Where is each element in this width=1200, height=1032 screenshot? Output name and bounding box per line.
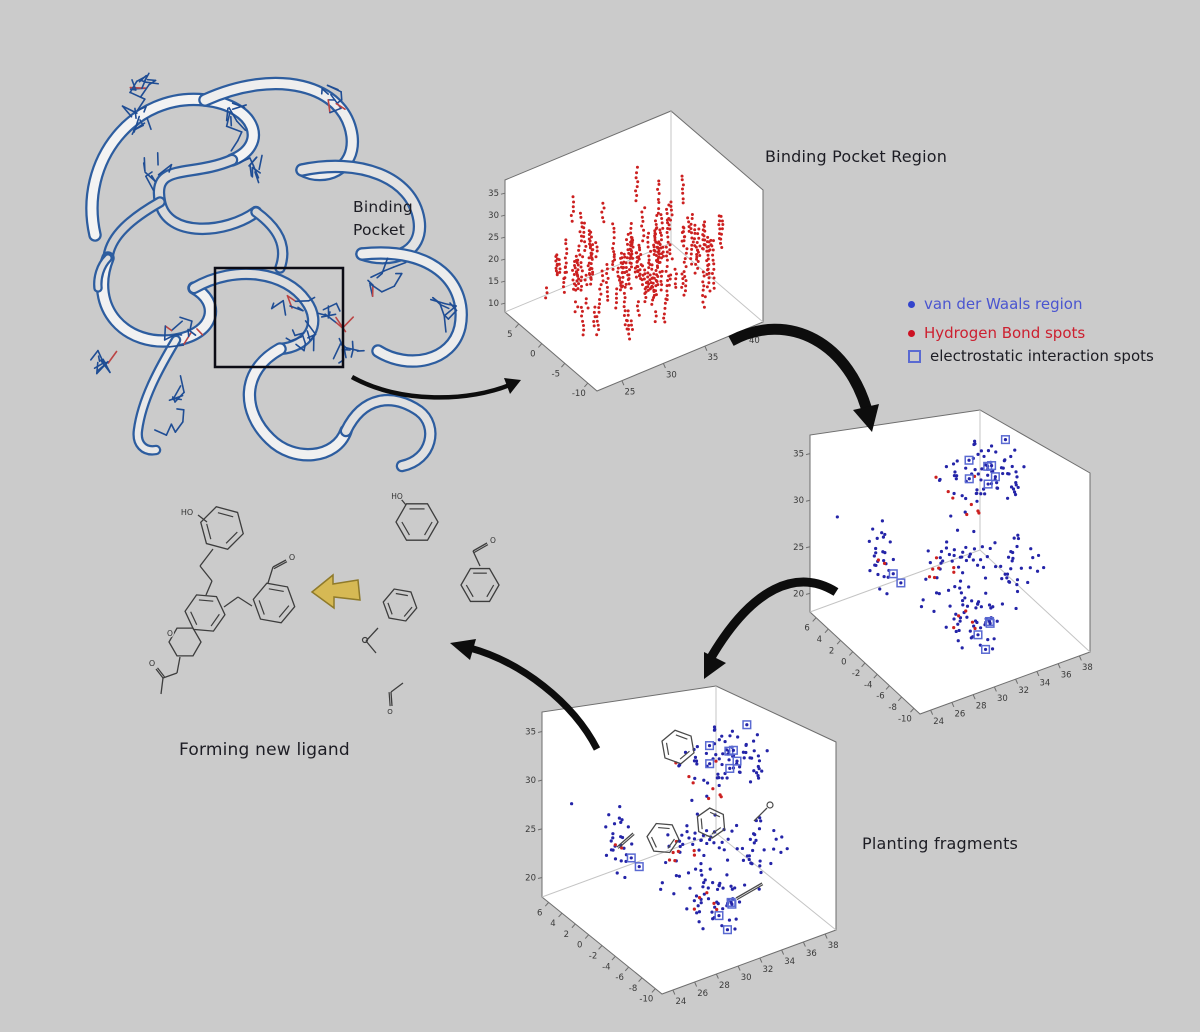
svg-text:35: 35 bbox=[488, 189, 499, 199]
svg-text:HO: HO bbox=[391, 492, 403, 501]
svg-text:30: 30 bbox=[525, 776, 536, 786]
svg-text:0: 0 bbox=[577, 941, 582, 951]
svg-text:36: 36 bbox=[806, 949, 817, 959]
svg-text:30: 30 bbox=[488, 211, 499, 221]
binding-pocket-region-plot: 10 15 20 25 30 35 5 0 -5 -10 25 30 35 40 bbox=[488, 110, 764, 399]
svg-text:-2: -2 bbox=[589, 952, 597, 962]
svg-text:O: O bbox=[149, 659, 155, 668]
svg-text:-6: -6 bbox=[876, 692, 884, 702]
svg-text:6: 6 bbox=[804, 624, 809, 634]
svg-text:32: 32 bbox=[762, 965, 773, 975]
blue-dot-marker-icon bbox=[908, 300, 915, 308]
svg-text:O: O bbox=[490, 536, 496, 545]
svg-text:36: 36 bbox=[1061, 671, 1072, 681]
svg-text:25: 25 bbox=[488, 233, 499, 243]
residue-sticks bbox=[89, 72, 458, 436]
scatter-points bbox=[544, 165, 725, 341]
svg-text:5: 5 bbox=[507, 330, 512, 340]
svg-text:20: 20 bbox=[793, 589, 804, 599]
binding-pocket-box bbox=[213, 266, 345, 369]
svg-text:-8: -8 bbox=[629, 984, 637, 994]
legend-item-electrostatic: electrostatic interaction spots bbox=[908, 345, 1154, 367]
plot-cube-silhouette bbox=[541, 685, 837, 995]
svg-text:35: 35 bbox=[525, 727, 536, 737]
ribbon-strands bbox=[85, 76, 468, 473]
plot-cube-silhouette bbox=[504, 110, 764, 392]
svg-text:-6: -6 bbox=[615, 973, 623, 983]
svg-text:28: 28 bbox=[976, 702, 987, 712]
svg-text:10: 10 bbox=[488, 299, 499, 309]
svg-text:4: 4 bbox=[817, 635, 822, 645]
svg-text:30: 30 bbox=[666, 370, 677, 380]
svg-text:2: 2 bbox=[564, 930, 569, 940]
svg-text:20: 20 bbox=[488, 255, 499, 265]
svg-text:24: 24 bbox=[933, 717, 944, 727]
svg-text:30: 30 bbox=[741, 973, 752, 983]
svg-text:6: 6 bbox=[537, 908, 542, 918]
binding-pocket-label: Binding Pocket bbox=[353, 196, 413, 242]
svg-text:40: 40 bbox=[749, 336, 760, 346]
svg-text:2: 2 bbox=[829, 646, 834, 656]
svg-text:15: 15 bbox=[488, 277, 499, 287]
binding-pocket-region-title: Binding Pocket Region bbox=[765, 147, 948, 166]
plot-cube-silhouette bbox=[809, 409, 1091, 715]
svg-text:24: 24 bbox=[675, 997, 686, 1007]
svg-text:25: 25 bbox=[793, 543, 804, 553]
svg-text:28: 28 bbox=[719, 981, 730, 991]
svg-text:26: 26 bbox=[954, 709, 965, 719]
svg-text:-10: -10 bbox=[639, 995, 653, 1005]
legend-label-vdw: van der Waals region bbox=[924, 295, 1083, 313]
svg-text:25: 25 bbox=[525, 825, 536, 835]
legend-label-hbond: Hydrogen Bond spots bbox=[924, 324, 1086, 342]
fragment-molecules: HO O O bbox=[361, 491, 500, 718]
svg-text:-4: -4 bbox=[602, 962, 610, 972]
fragment-set: HO O O bbox=[361, 491, 500, 718]
svg-text:-4: -4 bbox=[864, 680, 872, 690]
protein-ribbon-structure bbox=[85, 72, 468, 473]
planted-fragment-glyphs bbox=[616, 729, 774, 901]
binding-pocket-label-line2: Pocket bbox=[353, 221, 406, 239]
svg-text:O: O bbox=[289, 553, 295, 562]
planting-fragments-title: Planting fragments bbox=[862, 834, 1019, 853]
svg-text:O: O bbox=[167, 629, 173, 638]
red-dot-marker-icon bbox=[908, 329, 915, 337]
svg-text:O: O bbox=[387, 708, 393, 716]
new-ligand-structure: HO O O O bbox=[147, 506, 297, 695]
svg-text:-8: -8 bbox=[888, 703, 896, 713]
forming-new-ligand-label: Forming new ligand bbox=[179, 740, 350, 760]
svg-text:-2: -2 bbox=[852, 669, 860, 679]
axis-ticks: 10 15 20 25 30 35 5 0 -5 -10 25 30 35 40 bbox=[488, 189, 760, 399]
svg-text:32: 32 bbox=[1018, 686, 1029, 696]
svg-text:35: 35 bbox=[793, 450, 804, 460]
svg-text:-10: -10 bbox=[572, 389, 586, 399]
svg-text:-5: -5 bbox=[552, 369, 560, 379]
svg-text:35: 35 bbox=[707, 353, 718, 363]
svg-text:4: 4 bbox=[550, 919, 555, 929]
svg-text:30: 30 bbox=[793, 496, 804, 506]
svg-text:38: 38 bbox=[828, 941, 839, 951]
svg-text:HO: HO bbox=[181, 508, 193, 517]
svg-text:34: 34 bbox=[784, 957, 795, 967]
binding-pocket-label-line1: Binding bbox=[353, 198, 413, 216]
legend: van der Waals region Hydrogen Bond spots… bbox=[908, 293, 1154, 367]
legend-item-vdw: van der Waals region bbox=[908, 293, 1154, 315]
ligand-skeleton: HO O O O bbox=[147, 506, 297, 695]
svg-text:20: 20 bbox=[525, 874, 536, 884]
svg-text:0: 0 bbox=[530, 350, 535, 360]
svg-text:0: 0 bbox=[841, 658, 846, 668]
blue-square-marker-icon bbox=[908, 349, 921, 363]
legend-label-electrostatic: electrostatic interaction spots bbox=[930, 347, 1154, 365]
svg-text:30: 30 bbox=[997, 694, 1008, 704]
svg-text:25: 25 bbox=[624, 388, 635, 398]
scatter-points bbox=[570, 720, 789, 935]
svg-text:38: 38 bbox=[1082, 663, 1093, 673]
svg-text:26: 26 bbox=[697, 989, 708, 999]
scatter-points bbox=[835, 435, 1046, 654]
svg-text:34: 34 bbox=[1039, 678, 1050, 688]
legend-item-hbond: Hydrogen Bond spots bbox=[908, 322, 1154, 344]
svg-text:-10: -10 bbox=[898, 714, 912, 724]
